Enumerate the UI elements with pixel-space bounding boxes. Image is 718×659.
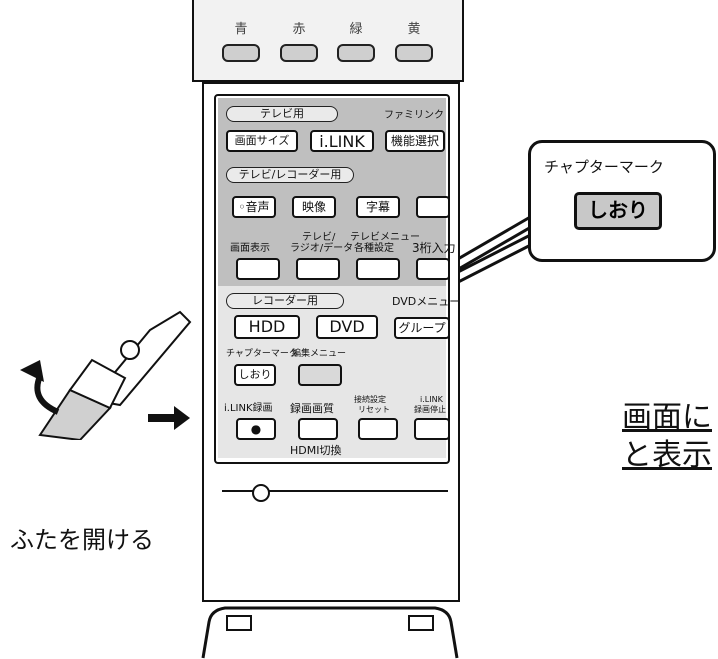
red-button[interactable]: [280, 44, 318, 62]
keta-input-button[interactable]: [416, 258, 450, 280]
section-tv: テレビ用: [226, 106, 338, 122]
setsuzoku-label-1: 接続設定: [354, 395, 386, 404]
callout-shiori-button[interactable]: しおり: [574, 192, 662, 230]
pointer-arrow-head: [174, 406, 190, 430]
gamen-hyouji-button[interactable]: [236, 258, 280, 280]
keta-input-label: 3桁入力: [412, 241, 456, 255]
side-caption: ふたを開ける: [10, 526, 154, 554]
remote-top: [192, 0, 464, 82]
setsuzoku-label-2: リセット: [358, 405, 390, 414]
ilink-stop-label-1: i.LINK: [420, 395, 443, 404]
kinou-sentaku-button[interactable]: 機能選択: [385, 130, 445, 152]
right-text-line-2: と表示: [622, 438, 712, 473]
gamen-hyouji-label: 画面表示: [230, 243, 270, 254]
tv-menu-label-1: テレビメニュー: [350, 232, 420, 243]
hdmi-label: HDMI切換: [290, 444, 342, 457]
famlink-label: ファミリンク: [384, 110, 444, 121]
ilink-rokuga-label: i.LINK録画: [224, 403, 273, 414]
hensyuu-menu-label: 編集メニュー: [292, 349, 347, 359]
color-label-yellow: 黄: [407, 22, 421, 37]
gamen-size-button[interactable]: 画面サイズ: [226, 130, 298, 152]
callout-title: チャプターマーク: [544, 158, 664, 176]
color-label-red: 赤: [292, 22, 306, 37]
tv-menu-label-2: 各種設定: [354, 243, 394, 254]
green-button[interactable]: [337, 44, 375, 62]
remote-lid: [201, 606, 459, 659]
rokuga-gashitsu-label: 録画画質: [290, 402, 334, 415]
right-text-line-1: 画面に: [622, 400, 712, 435]
jimaku-button[interactable]: 字幕: [356, 196, 400, 218]
remote-screw: [252, 484, 270, 502]
hdd-button[interactable]: HDD: [234, 315, 300, 339]
section-recorder: レコーダー用: [226, 293, 344, 309]
tv-radio-data-label-2: ラジオ/データ: [290, 243, 354, 254]
hensyuu-menu-button[interactable]: [298, 364, 342, 386]
tv-menu-button[interactable]: [356, 258, 400, 280]
dvd-menu-label: DVDメニュー: [392, 295, 461, 308]
tv-radio-data-label-1: テレビ/: [302, 232, 336, 243]
group-button[interactable]: グループ: [394, 317, 450, 339]
yellow-button[interactable]: [395, 44, 433, 62]
blue-button[interactable]: [222, 44, 260, 62]
eizou-button[interactable]: 映像: [292, 196, 336, 218]
section-tv-recorder: テレビ/レコーダー用: [226, 167, 354, 183]
tv-radio-data-button[interactable]: [296, 258, 340, 280]
shiori-button[interactable]: しおり: [234, 364, 276, 386]
ilink-stop-label-2: 録画停止: [414, 405, 446, 414]
ilink-rec-button[interactable]: ●: [236, 418, 276, 440]
onsei-button[interactable]: ◦音声: [232, 196, 276, 218]
chapter-mark-label: チャプターマーク: [226, 349, 298, 359]
pointer-arrow: [148, 414, 176, 422]
remote-divider-line: [222, 490, 448, 492]
ilink-stop-button[interactable]: [414, 418, 450, 440]
ilink-button[interactable]: i.LINK: [310, 130, 374, 152]
color-label-green: 緑: [349, 22, 363, 37]
color-label-blue: 青: [234, 22, 248, 37]
dvd-button[interactable]: DVD: [316, 315, 378, 339]
open-lid-illustration: [20, 310, 192, 440]
rokuga-gashitsu-button[interactable]: [298, 418, 338, 440]
blank-button-1[interactable]: [416, 196, 450, 218]
setsuzoku-reset-button[interactable]: [358, 418, 398, 440]
